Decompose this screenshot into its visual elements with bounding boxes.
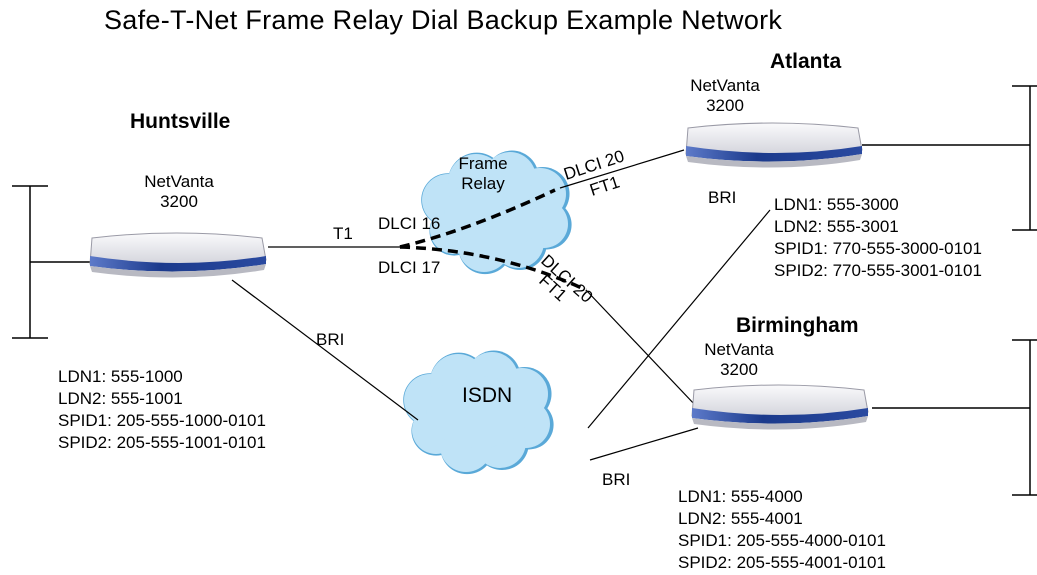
frame-relay-label: Frame Relay <box>438 154 528 194</box>
huntsville-city-label: Huntsville <box>130 110 231 133</box>
diagram-title: Safe-T-Net Frame Relay Dial Backup Examp… <box>104 5 783 35</box>
atlanta-device-number: 3200 <box>706 96 744 115</box>
atlanta-ldn2: LDN2: 555-3001 <box>774 217 899 236</box>
birmingham-spid1: SPID1: 205-555-4000-0101 <box>678 531 886 550</box>
huntsville-device-number: 3200 <box>160 192 198 211</box>
atlanta-bri-link <box>587 209 771 429</box>
birmingham-spid2: SPID2: 205-555-4001-0101 <box>678 553 886 572</box>
frame-relay-label-line1: Frame <box>458 154 508 173</box>
huntsville-lan <box>12 185 90 339</box>
huntsville-device-label: NetVanta 3200 <box>124 172 234 212</box>
atlanta-ft1-link <box>559 149 685 189</box>
frame-relay-label-line2: Relay <box>461 174 505 193</box>
huntsville-spid1: SPID1: 205-555-1000-0101 <box>58 411 266 430</box>
atlanta-router <box>685 122 863 168</box>
birmingham-bri-link <box>589 427 699 461</box>
birmingham-info: LDN1: 555-4000 LDN2: 555-4001 SPID1: 205… <box>678 486 886 574</box>
atlanta-ldn1: LDN1: 555-3000 <box>774 195 899 214</box>
links <box>231 149 771 461</box>
atlanta-ft1-label: FT1 <box>587 172 622 199</box>
birmingham-ldn1: LDN1: 555-4000 <box>678 487 803 506</box>
atlanta-lan <box>862 85 1037 231</box>
atlanta-spid1: SPID1: 770-555-3000-0101 <box>774 239 982 258</box>
huntsville-router <box>89 232 267 278</box>
isdn-cloud <box>403 350 554 475</box>
dlci16-label: DLCI 16 <box>378 214 441 233</box>
atlanta-city-label: Atlanta <box>770 50 842 73</box>
huntsville-spid2: SPID2: 205-555-1001-0101 <box>58 433 266 452</box>
birmingham-ft1-link <box>585 289 697 407</box>
huntsville-ldn2: LDN2: 555-1001 <box>58 389 183 408</box>
pvc-dlci16 <box>399 188 556 249</box>
atlanta-device-label: NetVanta 3200 <box>670 76 780 116</box>
pvc-dlci17 <box>399 245 587 292</box>
huntsville-t1-label: T1 <box>333 224 353 243</box>
birmingham-lan <box>872 339 1037 496</box>
dlci17-label: DLCI 17 <box>378 258 441 277</box>
huntsville-bri-link <box>231 279 419 421</box>
birmingham-device-model: NetVanta <box>704 340 774 359</box>
birmingham-city-label: Birmingham <box>736 314 859 337</box>
huntsville-bri-label: BRI <box>316 330 345 349</box>
birmingham-device-number: 3200 <box>720 360 758 379</box>
atlanta-device-model: NetVanta <box>690 76 760 95</box>
birmingham-router <box>691 384 869 430</box>
pvc-paths <box>399 188 587 292</box>
birmingham-device-label: NetVanta 3200 <box>684 340 794 380</box>
huntsville-info: LDN1: 555-1000 LDN2: 555-1001 SPID1: 205… <box>58 366 266 454</box>
birmingham-bri-label: BRI <box>602 470 631 489</box>
atlanta-info: LDN1: 555-3000 LDN2: 555-3001 SPID1: 770… <box>774 194 982 282</box>
atlanta-bri-label: BRI <box>708 188 737 207</box>
isdn-label: ISDN <box>462 384 513 407</box>
birmingham-ldn2: LDN2: 555-4001 <box>678 509 803 528</box>
atlanta-spid2: SPID2: 770-555-3001-0101 <box>774 261 982 280</box>
huntsville-device-model: NetVanta <box>144 172 214 191</box>
huntsville-ldn1: LDN1: 555-1000 <box>58 367 183 386</box>
